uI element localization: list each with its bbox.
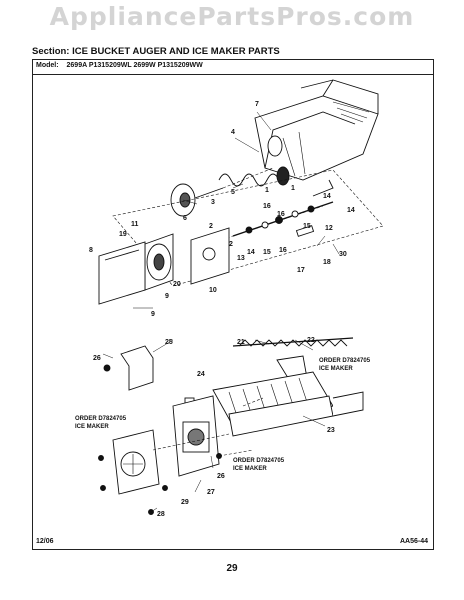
exploded-parts-diagram: 7 4 5 6 3 1 1 16 14 2 16 14 15 12 11 19 … bbox=[75, 79, 384, 518]
callout-29: 29 bbox=[181, 499, 189, 506]
order-note-left-line1: ORDER D7824705 bbox=[75, 416, 127, 422]
callout-21: 21 bbox=[237, 339, 245, 346]
callout-18: 18 bbox=[323, 259, 331, 266]
order-note-right-line2: ICE MAKER bbox=[319, 366, 353, 372]
model-label: Model: bbox=[36, 62, 59, 69]
callout-16a: 16 bbox=[263, 203, 271, 210]
callout-12: 12 bbox=[325, 225, 333, 232]
callout-27: 27 bbox=[207, 489, 215, 496]
mounting-bracket-illustration bbox=[103, 345, 154, 391]
section-title: Section: ICE BUCKET AUGER AND ICE MAKER … bbox=[32, 46, 280, 57]
callout-leader-lines bbox=[102, 111, 340, 513]
order-note-left-line2: ICE MAKER bbox=[75, 424, 109, 430]
ice-bucket-illustration bbox=[254, 79, 379, 181]
callout-16c: 16 bbox=[279, 247, 287, 254]
callout-9a: 9 bbox=[165, 293, 169, 300]
ice-mold-illustration bbox=[212, 371, 364, 437]
callout-14c: 14 bbox=[247, 249, 255, 256]
control-box-illustration bbox=[172, 395, 220, 477]
callout-6: 6 bbox=[183, 215, 187, 222]
callout-9b: 9 bbox=[151, 311, 155, 318]
order-note-center-line1: ORDER D7824705 bbox=[233, 458, 285, 464]
callout-8: 8 bbox=[89, 247, 93, 254]
callout-15b: 15 bbox=[263, 249, 271, 256]
callout-14b: 14 bbox=[347, 207, 355, 214]
order-note-right: ORDER D7824705 ICE MAKER bbox=[319, 358, 372, 372]
callout-30: 30 bbox=[339, 251, 347, 258]
screws-illustration bbox=[98, 453, 222, 515]
callout-23: 23 bbox=[327, 427, 335, 434]
callout-7: 7 bbox=[255, 101, 259, 108]
callout-4: 4 bbox=[231, 129, 235, 136]
callout-2a: 2 bbox=[209, 223, 213, 230]
callout-13: 13 bbox=[237, 255, 245, 262]
order-note-left: ORDER D7824705 ICE MAKER bbox=[75, 416, 128, 430]
footer-code: AA56-44 bbox=[400, 538, 429, 545]
callout-11: 11 bbox=[131, 221, 139, 228]
callout-1a: 1 bbox=[265, 187, 269, 194]
callout-24: 24 bbox=[197, 371, 205, 378]
callout-20: 20 bbox=[173, 281, 181, 288]
cover-plate-illustration bbox=[190, 227, 230, 285]
motor-housing-illustration bbox=[144, 233, 174, 291]
diagram-frame bbox=[32, 59, 434, 550]
callout-5: 5 bbox=[231, 189, 235, 196]
model-numbers: 2699A P1315209WL 2699W P1315209WW bbox=[66, 62, 203, 69]
callout-10: 10 bbox=[209, 287, 217, 294]
order-note-center: ORDER D7824705 ICE MAKER bbox=[233, 458, 286, 472]
callout-3: 3 bbox=[211, 199, 215, 206]
callout-19: 19 bbox=[119, 231, 127, 238]
order-note-right-line1: ORDER D7824705 bbox=[319, 358, 371, 364]
auger-disc-illustration bbox=[170, 183, 224, 217]
dispenser-door-illustration bbox=[98, 241, 146, 305]
callout-28: 28 bbox=[157, 511, 165, 518]
module-cover-illustration bbox=[112, 429, 160, 495]
callout-26a: 26 bbox=[93, 355, 101, 362]
callout-1b: 1 bbox=[291, 185, 295, 192]
callout-17: 17 bbox=[297, 267, 305, 274]
page-number: 29 bbox=[226, 563, 238, 574]
auger-spring-illustration bbox=[218, 166, 290, 187]
lower-guide-lines bbox=[152, 397, 264, 457]
callout-14a: 14 bbox=[323, 193, 331, 200]
site-watermark: AppliancePartsPros.com bbox=[49, 2, 415, 31]
callout-2b: 2 bbox=[229, 241, 233, 248]
footer-date: 12/06 bbox=[36, 538, 54, 545]
model-row: Model: 2699A P1315209WL 2699W P1315209WW bbox=[32, 59, 434, 75]
shaft-hardware-illustration bbox=[232, 179, 334, 237]
callout-15a: 15 bbox=[303, 223, 311, 230]
order-note-center-line2: ICE MAKER bbox=[233, 466, 267, 472]
callout-25: 25 bbox=[165, 339, 173, 346]
callout-16b: 16 bbox=[277, 211, 285, 218]
callout-26b: 26 bbox=[217, 473, 225, 480]
callout-22: 22 bbox=[307, 337, 315, 344]
